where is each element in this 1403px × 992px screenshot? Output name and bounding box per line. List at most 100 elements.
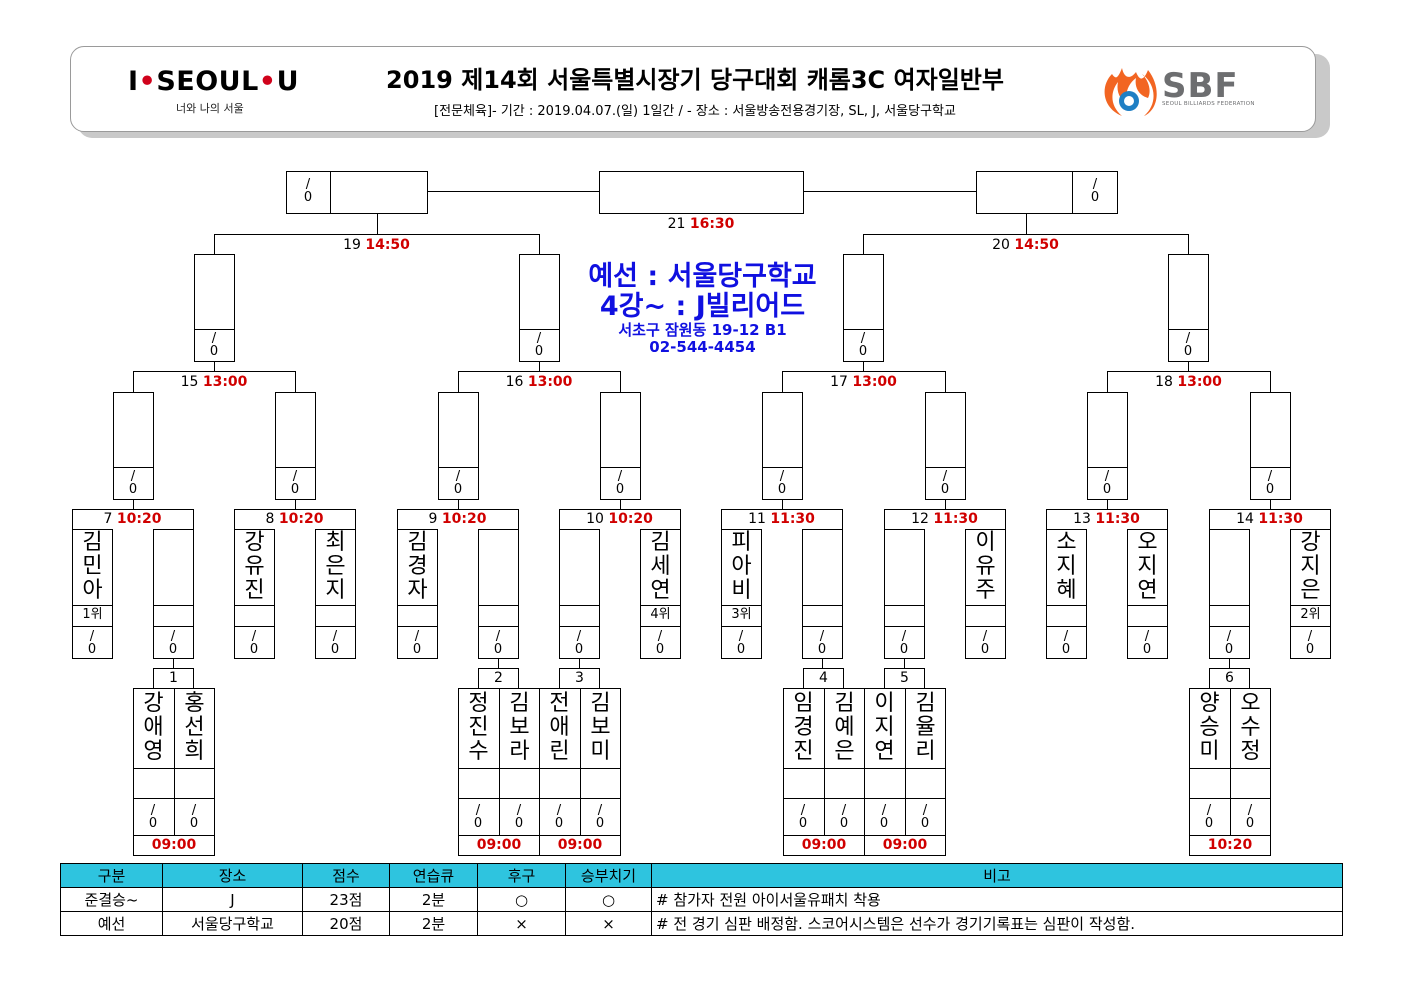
venue-phone: 02-544-4454 bbox=[649, 338, 756, 356]
score-mark-bottom: 0 bbox=[777, 482, 787, 497]
table-cell: × bbox=[565, 911, 652, 936]
score-mark-bottom: 0 bbox=[1061, 642, 1071, 657]
score-mark-top: / bbox=[150, 803, 156, 818]
bracket-line bbox=[1167, 509, 1168, 530]
box-divider bbox=[1168, 329, 1209, 330]
score-mark-bottom: 0 bbox=[940, 482, 950, 497]
score-mark-bottom: 0 bbox=[473, 816, 483, 831]
box-divider bbox=[478, 605, 519, 606]
match-label: 17 13:00 bbox=[804, 373, 924, 391]
player-box bbox=[519, 254, 560, 362]
prelim-match-time: 09:00 bbox=[476, 837, 522, 853]
player-box bbox=[438, 392, 479, 500]
bracket-line bbox=[884, 509, 885, 530]
box-divider bbox=[965, 626, 1006, 627]
box-divider bbox=[580, 688, 581, 835]
match-time: 10:20 bbox=[608, 511, 653, 527]
box-divider bbox=[315, 605, 356, 606]
prelim-match-number-box: 1 bbox=[153, 668, 194, 689]
player-box bbox=[965, 529, 1006, 659]
player-name: 김경자 bbox=[407, 530, 428, 603]
score-mark-top: / bbox=[1063, 629, 1069, 644]
bracket-line bbox=[904, 659, 905, 669]
prelim-match-number-box: 4 bbox=[803, 668, 844, 689]
match-number: 15 bbox=[180, 374, 199, 390]
bracket-line bbox=[1107, 371, 1271, 372]
score-mark-bottom: 0 bbox=[189, 816, 199, 831]
bracket-line bbox=[822, 659, 823, 669]
match-time: 13:00 bbox=[202, 374, 248, 390]
score-mark-bottom: 0 bbox=[1265, 482, 1275, 497]
table-cell: 23점 bbox=[302, 887, 390, 912]
score-mark-top: / bbox=[779, 469, 785, 484]
player-name: 양승미 bbox=[1199, 691, 1220, 764]
player-box bbox=[600, 392, 641, 500]
score-mark-bottom: 0 bbox=[209, 344, 219, 359]
box-divider bbox=[1127, 626, 1168, 627]
score-mark-bottom: 0 bbox=[453, 482, 463, 497]
score-mark-top: / bbox=[414, 629, 420, 644]
player-box bbox=[721, 529, 762, 659]
player-box bbox=[286, 171, 428, 214]
match-time: 10:20 bbox=[441, 511, 487, 527]
box-divider bbox=[824, 688, 825, 835]
bracket-line bbox=[863, 362, 864, 372]
score-mark-bottom: 0 bbox=[493, 642, 503, 657]
score-mark-top: / bbox=[1092, 177, 1098, 192]
score-mark-bottom: 0 bbox=[595, 816, 605, 831]
score-mark-bottom: 0 bbox=[128, 482, 138, 497]
score-mark-bottom: 0 bbox=[412, 642, 422, 657]
score-mark-bottom: 0 bbox=[817, 642, 827, 657]
box-divider bbox=[1189, 835, 1271, 836]
box-divider bbox=[640, 605, 681, 606]
prelim-match-time: 09:00 bbox=[801, 837, 847, 853]
bracket-line bbox=[842, 509, 843, 530]
score-mark-bottom: 0 bbox=[615, 482, 625, 497]
score-mark-bottom: 0 bbox=[879, 816, 889, 831]
match-number: 17 bbox=[830, 374, 848, 390]
player-box bbox=[397, 529, 438, 659]
score-mark-top: / bbox=[170, 629, 176, 644]
player-box bbox=[559, 529, 600, 659]
box-divider bbox=[153, 626, 194, 627]
box-divider bbox=[539, 798, 621, 799]
box-divider bbox=[1250, 467, 1291, 468]
score-mark-bottom: 0 bbox=[249, 642, 259, 657]
match-number: 13 bbox=[1073, 511, 1091, 527]
bracket-line bbox=[539, 234, 540, 255]
box-divider bbox=[802, 605, 843, 606]
box-divider bbox=[1087, 467, 1128, 468]
box-divider bbox=[925, 467, 966, 468]
match-label: 21 16:30 bbox=[641, 215, 761, 233]
venue-prelim: 예선 : 서울당구학교 bbox=[588, 261, 817, 292]
bracket-line bbox=[620, 500, 621, 510]
player-box bbox=[843, 254, 884, 362]
score-mark-bottom: 0 bbox=[534, 344, 544, 359]
prelim-match-number-box: 2 bbox=[478, 668, 519, 689]
score-mark-top: / bbox=[536, 331, 542, 346]
score-mark-bottom: 0 bbox=[1142, 642, 1152, 657]
venue-info: 예선 : 서울당구학교 4강~ : J빌리어드 서초구 잠원동 19-12 B1… bbox=[565, 262, 840, 356]
score-mark-top: / bbox=[800, 803, 806, 818]
score-mark-top: / bbox=[495, 629, 501, 644]
box-divider bbox=[478, 626, 519, 627]
table-cell: # 참가자 전원 아이서울유패치 착용 bbox=[651, 887, 1343, 912]
score-mark-bottom: 0 bbox=[1224, 642, 1234, 657]
table-cell: 20점 bbox=[302, 911, 390, 936]
champion-box bbox=[599, 171, 804, 214]
match-time: 10:20 bbox=[116, 511, 162, 527]
box-divider bbox=[1290, 626, 1331, 627]
bracket-line bbox=[1107, 500, 1108, 510]
box-divider bbox=[864, 835, 946, 836]
match-time: 14:50 bbox=[365, 237, 410, 253]
bracket-line bbox=[1209, 509, 1210, 530]
box-divider bbox=[559, 626, 600, 627]
match-time: 11:30 bbox=[1258, 511, 1303, 527]
box-divider bbox=[1046, 626, 1087, 627]
score-mark-bottom: 0 bbox=[798, 816, 808, 831]
bracket-line bbox=[133, 371, 134, 393]
player-name: 임경진 bbox=[793, 691, 814, 764]
score-mark-top: / bbox=[1104, 469, 1110, 484]
match-time: 16:30 bbox=[689, 216, 735, 232]
box-divider bbox=[315, 626, 356, 627]
